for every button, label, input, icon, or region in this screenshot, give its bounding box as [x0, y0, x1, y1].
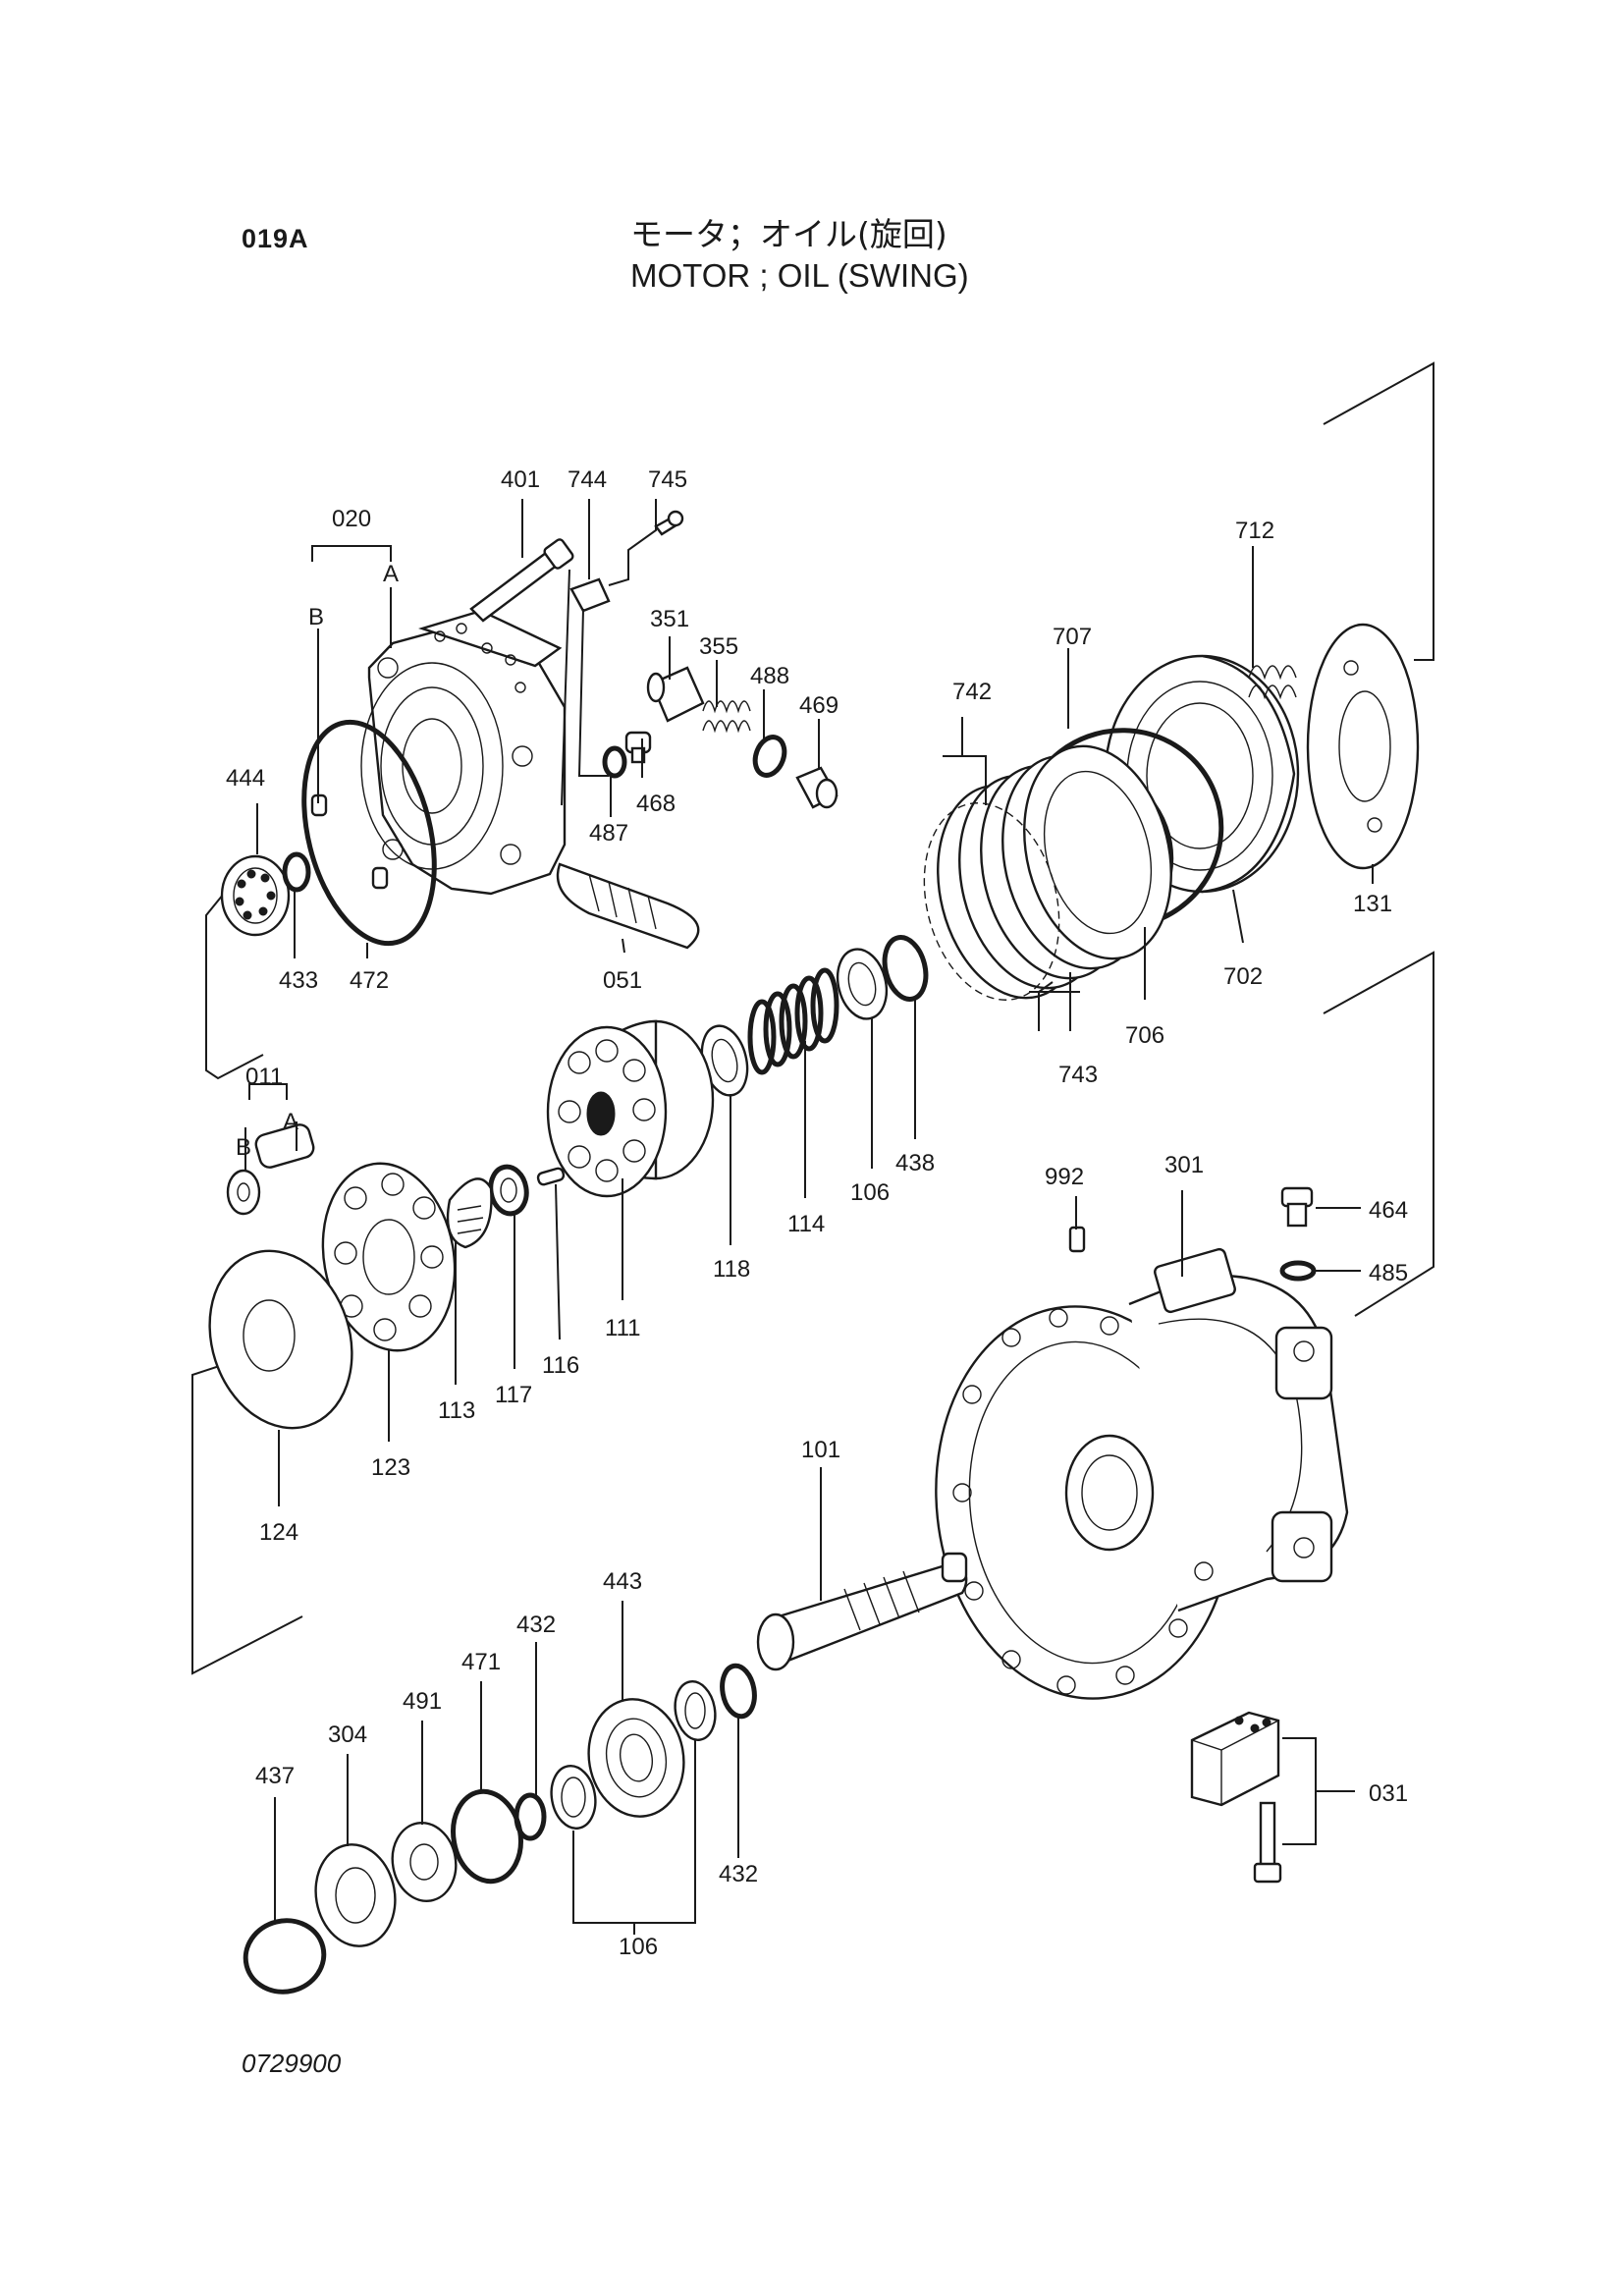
callout-471: 471: [461, 1649, 501, 1675]
pin-116: [536, 1167, 566, 1186]
callout-351: 351: [650, 606, 689, 632]
plug-468: [624, 731, 652, 764]
o-ring-487: [602, 745, 627, 779]
o-ring-485: [1279, 1260, 1317, 1282]
casing-dowel-pins: [310, 793, 389, 890]
oil-seal-491: [391, 1822, 458, 1902]
part-callouts: 020 401 744 745 712 B A 351 355 488 469 …: [226, 466, 1408, 1960]
valve-plate-131: [1306, 623, 1420, 870]
title-english: MOTOR ; OIL (SWING): [630, 257, 969, 294]
callout-131: 131: [1353, 891, 1392, 917]
callout-487: 487: [589, 820, 628, 847]
callout-437: 437: [255, 1763, 295, 1789]
title-japanese: モータ；オイル(旋回): [630, 215, 947, 253]
callout-432-left: 432: [516, 1612, 556, 1638]
callout-051: 051: [603, 967, 642, 994]
callout-702: 702: [1223, 963, 1263, 990]
callout-a-upper: A: [383, 561, 399, 587]
callout-432-right: 432: [719, 1861, 758, 1887]
cylinder-block-111: [546, 1019, 715, 1198]
callout-464: 464: [1369, 1197, 1408, 1224]
callout-491: 491: [403, 1688, 442, 1715]
snap-ring-432-right: [720, 1663, 757, 1720]
callout-031: 031: [1369, 1780, 1408, 1807]
callout-745: 745: [648, 466, 687, 493]
spherical-bush-113: [446, 1177, 493, 1249]
snap-ring-433: [282, 851, 311, 893]
callout-433: 433: [279, 967, 318, 994]
plug-464: [1280, 1186, 1314, 1228]
callout-118: 118: [713, 1256, 750, 1283]
callout-744: 744: [568, 466, 607, 493]
spring-114: [747, 967, 839, 1075]
thrust-plate-124: [208, 1249, 353, 1430]
document-number: 0729900: [242, 2049, 342, 2078]
poppet-351: [646, 666, 705, 723]
callout-438: 438: [895, 1150, 935, 1176]
callout-706: 706: [1125, 1022, 1164, 1049]
spool-051: [556, 862, 700, 950]
callout-401: 401: [501, 466, 540, 493]
callout-b-upper: B: [308, 604, 324, 630]
plug-469: [795, 766, 839, 809]
callout-707: 707: [1053, 624, 1092, 650]
roller-bearing-443: [587, 1698, 685, 1818]
callout-101: 101: [801, 1437, 840, 1463]
spring-712: [1248, 665, 1297, 700]
callout-992: 992: [1045, 1164, 1084, 1190]
screw-745: [654, 510, 684, 536]
callout-b-lower: B: [236, 1134, 251, 1161]
spring-355: [702, 700, 751, 734]
group-brackets: [191, 361, 1434, 1675]
retainer-plate-123: [321, 1162, 457, 1352]
callout-469: 469: [799, 692, 839, 719]
callout-743: 743: [1058, 1062, 1098, 1088]
callout-443: 443: [603, 1568, 642, 1595]
snap-ring-437: [243, 1918, 327, 1995]
callout-106-upper: 106: [850, 1179, 890, 1206]
relief-valve-031: [1190, 1711, 1282, 1884]
callout-011: 011: [245, 1064, 283, 1090]
callout-472: 472: [350, 967, 389, 994]
callout-355: 355: [699, 633, 738, 660]
ring-106-lower: [550, 1680, 717, 1830]
callout-124: 124: [259, 1519, 298, 1546]
ring-117: [488, 1164, 529, 1217]
callout-444: 444: [226, 765, 265, 792]
callout-468: 468: [636, 791, 676, 817]
callout-485: 485: [1369, 1260, 1408, 1286]
callout-742: 742: [952, 679, 992, 705]
callout-114: 114: [787, 1211, 825, 1237]
callout-301: 301: [1164, 1152, 1204, 1178]
friction-plate-pack: [923, 744, 1172, 1001]
ring-106-upper: [836, 948, 889, 1020]
plate-744: [569, 577, 611, 613]
o-ring-471: [451, 1788, 523, 1885]
callout-117: 117: [495, 1382, 532, 1408]
callout-113: 113: [438, 1397, 475, 1424]
callout-123: 123: [371, 1454, 410, 1481]
callout-488: 488: [750, 663, 789, 689]
snap-ring-438: [882, 935, 929, 1002]
page-code: 019A: [242, 224, 309, 253]
housing-301: [935, 1247, 1349, 1700]
callout-712: 712: [1235, 518, 1274, 544]
callout-304: 304: [328, 1722, 367, 1748]
o-ring-488: [752, 735, 787, 778]
set-screw-992: [1068, 1226, 1086, 1253]
callout-020: 020: [332, 506, 371, 532]
callout-a-lower: A: [283, 1109, 298, 1135]
callout-116: 116: [542, 1352, 579, 1379]
leader-lines: [244, 499, 1374, 1935]
bolt-401: [469, 538, 574, 623]
shaft-assembly-011: [226, 1123, 315, 1216]
callout-106-lower: 106: [619, 1934, 658, 1960]
bearing-444: [220, 854, 291, 937]
valve-casing-part: [301, 609, 567, 947]
callout-111: 111: [605, 1315, 640, 1341]
cover-304: [314, 1843, 397, 1947]
drive-shaft-101: [756, 1552, 968, 1671]
